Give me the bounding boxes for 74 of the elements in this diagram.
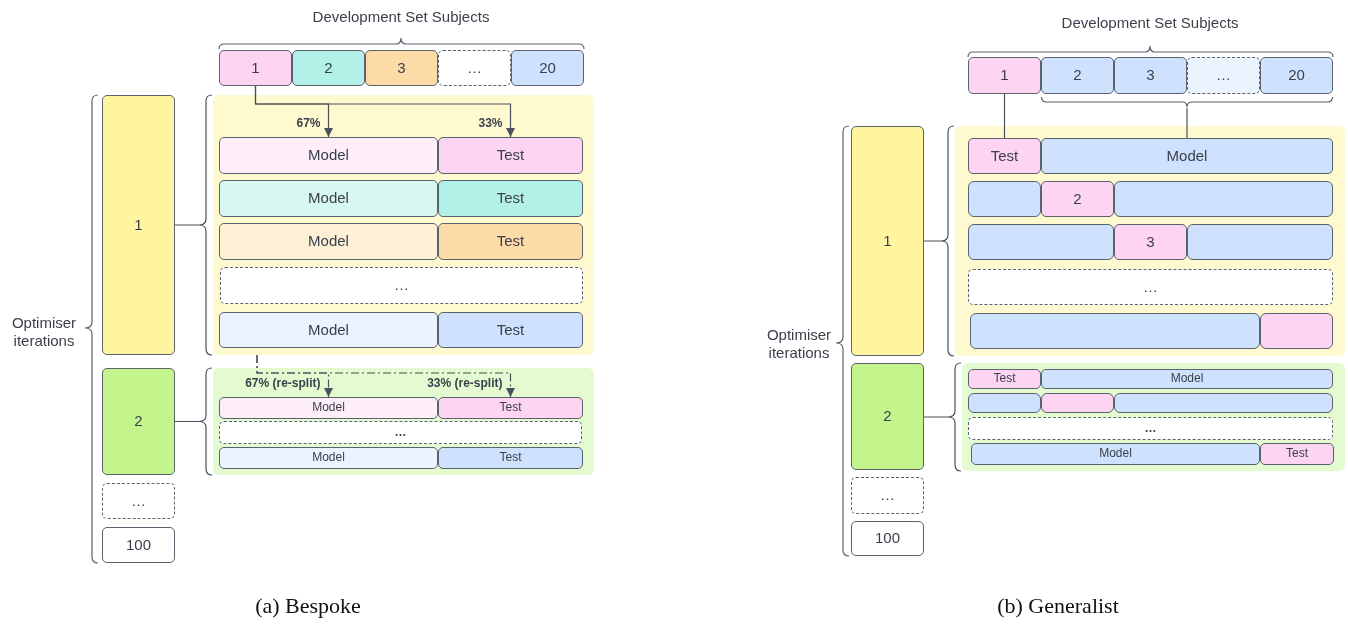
data-split-box: Model (1041, 138, 1333, 174)
brace-connector (923, 362, 962, 472)
data-split-box (968, 181, 1041, 217)
iteration-box: 1 (851, 126, 924, 356)
data-split-box: Test (968, 138, 1041, 174)
iteration-box: 2 (851, 363, 924, 470)
curly-brace (1041, 97, 1333, 108)
fold-panel (213, 368, 594, 475)
subject-box: 20 (511, 50, 584, 86)
figure-caption: (b) Generalist (997, 593, 1119, 619)
subject-box: 3 (365, 50, 438, 86)
ellipsis-box: … (102, 483, 175, 519)
data-split-box: Model (219, 180, 438, 217)
data-split-box: Test (438, 312, 583, 348)
data-split-box: 3 (1114, 224, 1187, 260)
arrow (254, 85, 515, 138)
brace-connector (174, 367, 213, 476)
edge-label: 67% (re-split) (243, 376, 323, 390)
subject-box: 20 (1260, 57, 1333, 94)
data-split-box (1041, 393, 1114, 413)
edge-label: 33% (re-split) (425, 376, 505, 390)
subject-box: 2 (292, 50, 365, 86)
ellipsis-box: … (220, 267, 583, 304)
data-split-box: Model (971, 443, 1260, 465)
subject-box: 2 (1041, 57, 1114, 94)
data-split-box: Test (438, 180, 583, 217)
data-split-box: Test (968, 369, 1041, 389)
data-split-box (1114, 181, 1333, 217)
subject-box: 1 (219, 50, 292, 86)
data-split-box (1187, 224, 1333, 260)
data-split-box: Test (438, 223, 583, 260)
brace-connector (923, 125, 955, 357)
data-split-box: Test (438, 447, 583, 469)
data-split-box (968, 224, 1114, 260)
iteration-box: 100 (851, 521, 924, 556)
ellipsis-box: … (968, 417, 1333, 440)
fold-panel (955, 126, 1345, 356)
iteration-box: 100 (102, 527, 175, 563)
data-split-box: Model (219, 137, 438, 174)
arrow (256, 354, 515, 398)
fold-panel (962, 363, 1345, 471)
group-title: Development Set Subjects (1061, 13, 1239, 31)
data-split-box (970, 313, 1260, 349)
group-title: Development Set Subjects (312, 7, 490, 25)
data-split-box: Model (219, 397, 438, 419)
ellipsis-box: … (851, 477, 924, 514)
ellipsis-box: … (1187, 57, 1260, 94)
group-label: Optimiser iterations (10, 314, 78, 350)
ellipsis-box: … (438, 50, 511, 86)
data-split-box: Model (219, 447, 438, 469)
connector-line (1186, 107, 1188, 139)
data-split-box: Model (219, 223, 438, 260)
group-label: Optimiser iterations (765, 326, 833, 362)
fold-panel (213, 95, 594, 355)
ellipsis-box: … (968, 269, 1333, 305)
data-split-box (1260, 313, 1333, 349)
brace-connector (174, 94, 213, 356)
figure-caption: (a) Bespoke (255, 593, 361, 619)
iteration-box: 2 (102, 368, 175, 475)
connector-line (1003, 93, 1006, 139)
data-split-box: Test (1260, 443, 1334, 465)
data-split-box: Model (219, 312, 438, 348)
data-split-box: Test (438, 137, 583, 174)
iteration-box: 1 (102, 95, 175, 355)
ellipsis-box: … (219, 421, 582, 444)
subject-box: 3 (1114, 57, 1187, 94)
edge-label: 67% (294, 116, 323, 130)
data-split-box: Model (1041, 369, 1333, 389)
data-split-box: 2 (1041, 181, 1114, 217)
data-split-box: Test (438, 397, 583, 419)
edge-label: 33% (476, 116, 505, 130)
subject-box: 1 (968, 57, 1041, 94)
data-split-box (968, 393, 1041, 413)
data-split-box (1114, 393, 1333, 413)
